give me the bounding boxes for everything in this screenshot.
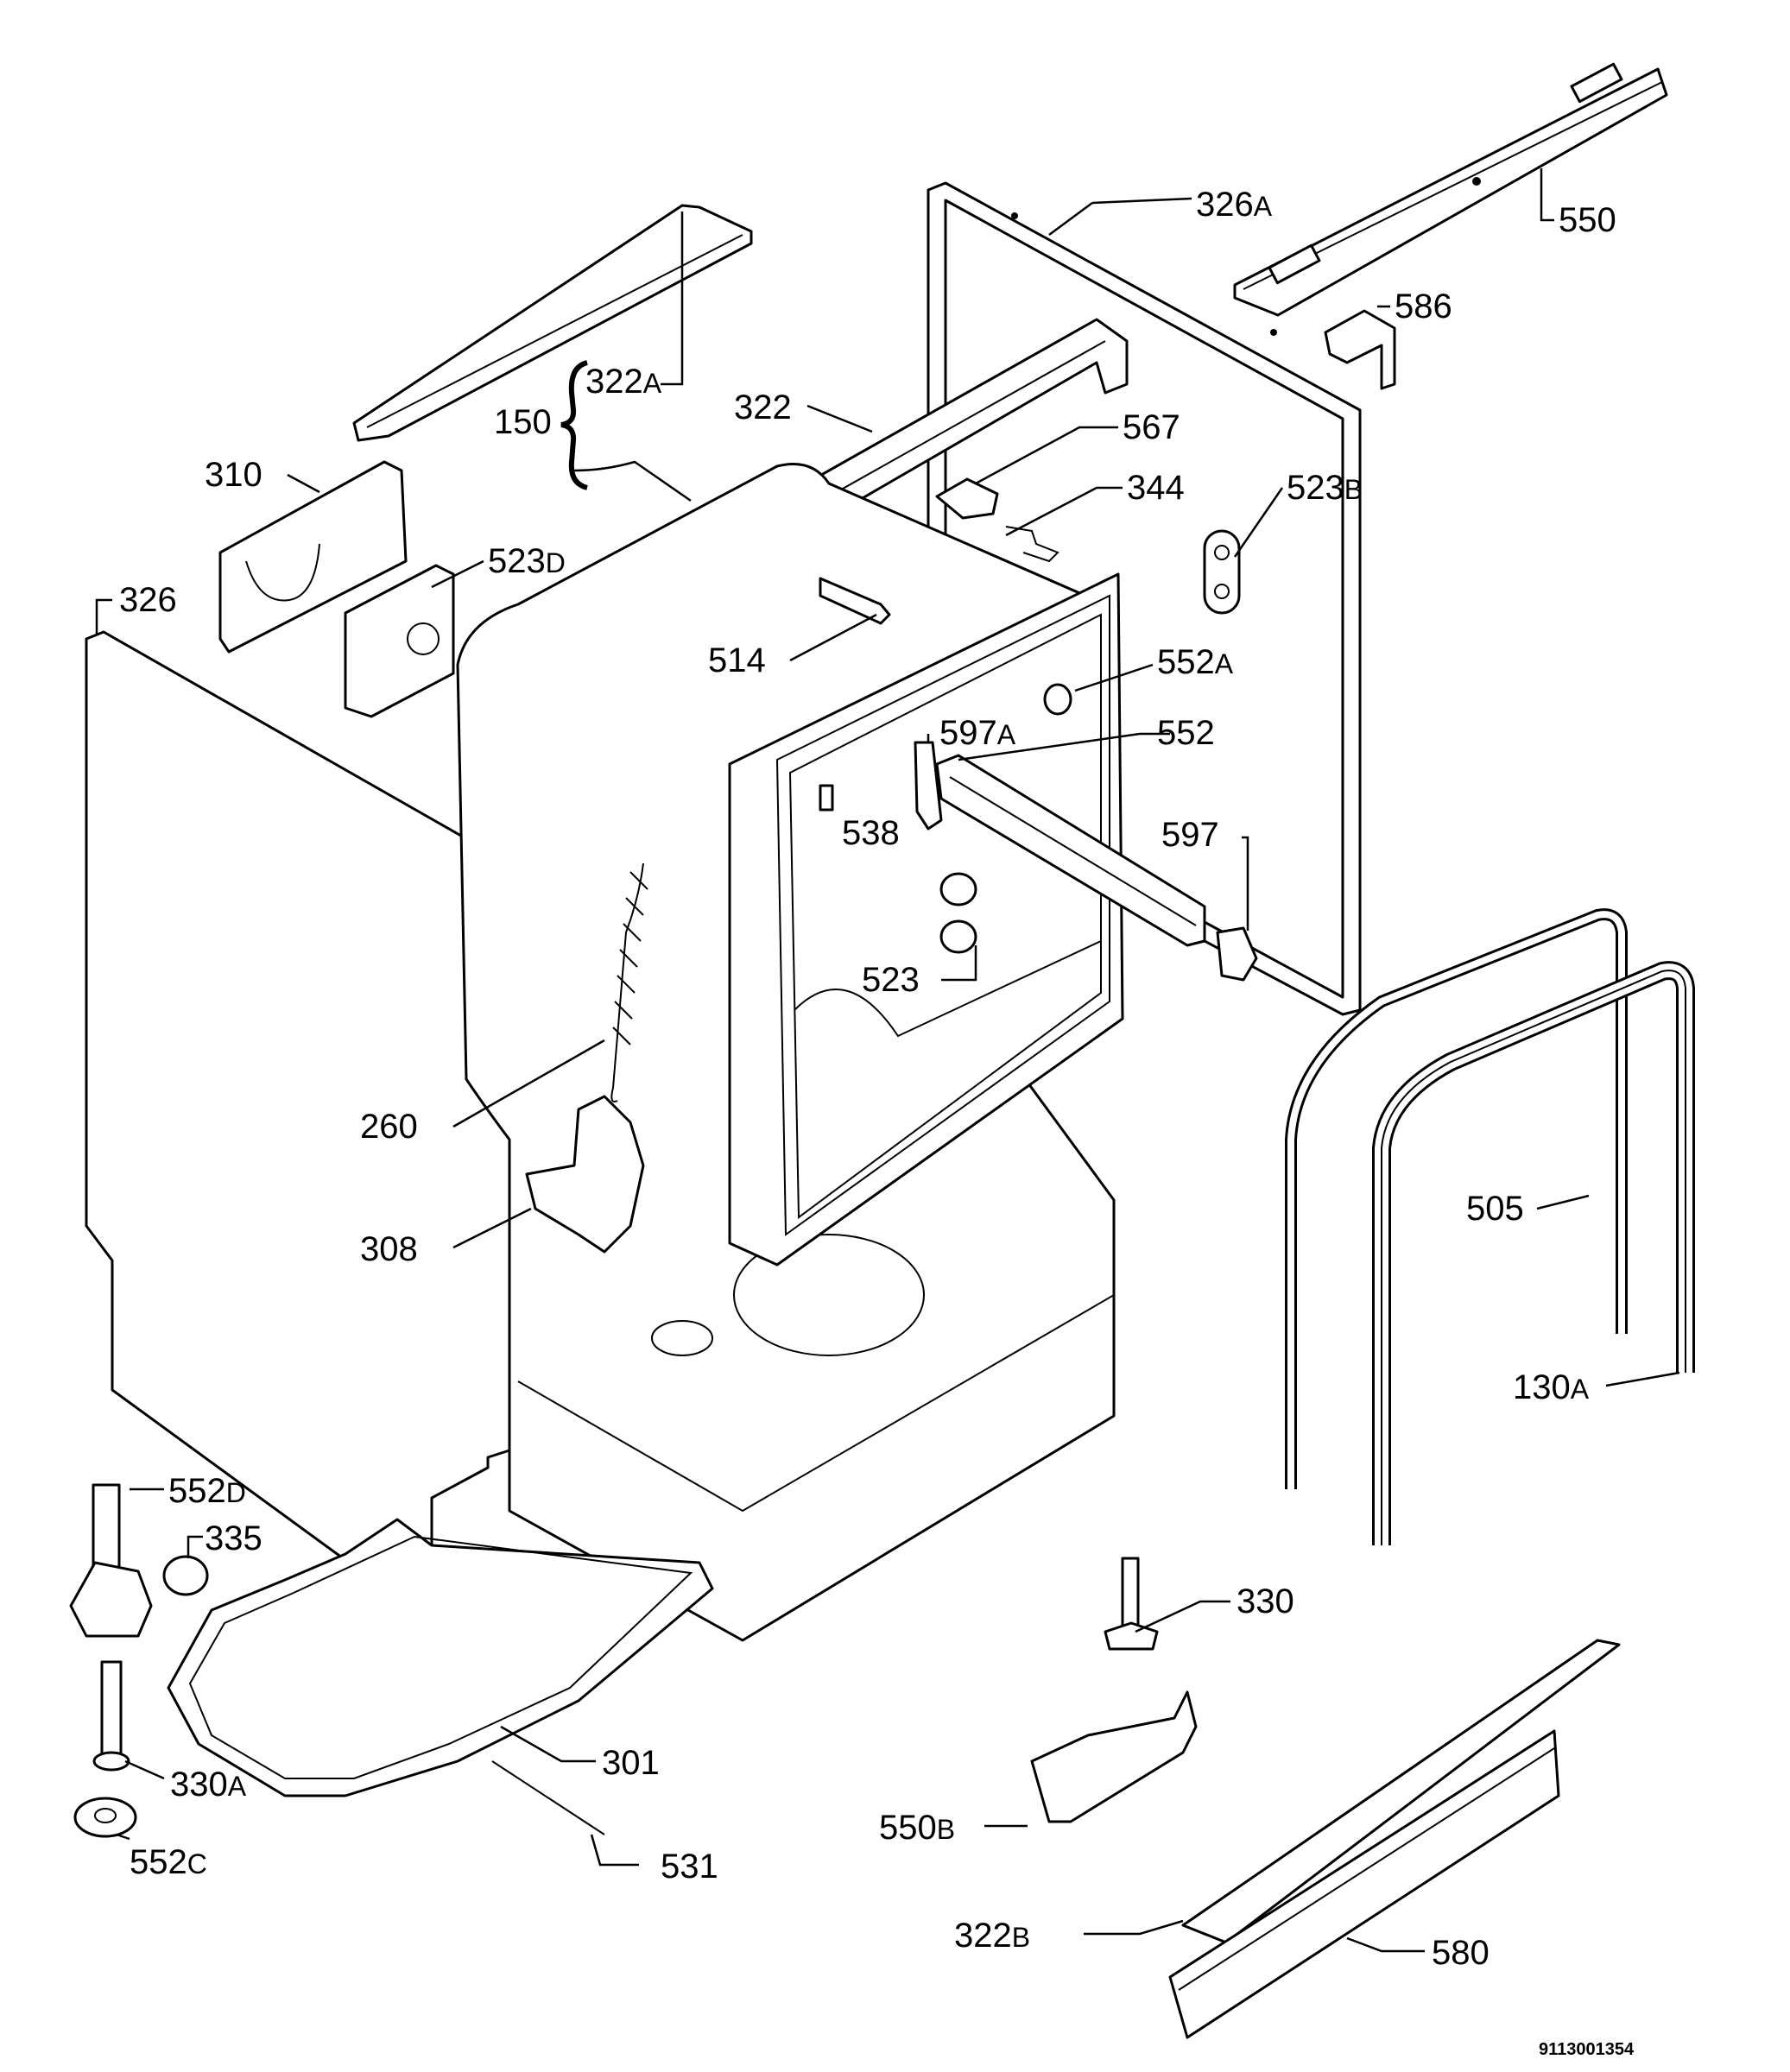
part-597-catch: [1216, 926, 1258, 982]
part-550b-bracket: [1030, 1690, 1198, 1823]
label-505: 505: [1466, 1190, 1524, 1228]
label-301: 301: [602, 1744, 660, 1782]
label-330a: 330A: [170, 1766, 247, 1804]
label-550b: 550B: [879, 1809, 955, 1847]
label-514: 514: [708, 641, 766, 679]
part-322a-top-strip: [352, 204, 753, 442]
label-326: 326: [119, 581, 177, 619]
label-322: 322: [734, 388, 792, 426]
label-567: 567: [1123, 408, 1180, 446]
label-150: 150: [494, 403, 552, 441]
part-523b-grommet: [1203, 529, 1241, 615]
part-580-plinth: [1168, 1729, 1560, 2039]
part-552c-foot: [73, 1797, 137, 1838]
label-552d: 552D: [168, 1472, 246, 1510]
label-326a: 326A: [1196, 186, 1273, 224]
label-597: 597: [1161, 816, 1219, 854]
part-586-bracket: [1324, 309, 1396, 390]
label-550: 550: [1559, 201, 1616, 239]
part-514-pin: [819, 577, 891, 625]
part-552-rail: [935, 754, 1206, 947]
label-322b: 322B: [954, 1917, 1030, 1955]
part-door-frame: [728, 572, 1124, 1267]
label-580: 580: [1432, 1934, 1490, 1972]
part-552d-adjuster: [69, 1483, 153, 1638]
leader-lines: [95, 168, 1680, 1953]
part-550-top-rail: [1233, 62, 1668, 317]
part-552a-knob: [1043, 683, 1072, 716]
part-326-side-panel: [85, 630, 511, 1625]
part-538-screw: [819, 784, 834, 812]
part-567-clip: [935, 477, 999, 520]
label-322a: 322A: [585, 363, 662, 401]
part-301-base-tray: [167, 1518, 714, 1797]
callout-labels: 326A 550 586 322A 150 322 567 344 523B 3…: [119, 186, 1635, 2059]
part-335-gear: [162, 1555, 209, 1596]
label-538: 538: [842, 814, 900, 852]
label-586: 586: [1395, 287, 1452, 325]
part-531-rod: [491, 1760, 605, 1835]
part-260-spring: [610, 862, 648, 1102]
label-130a: 130A: [1513, 1368, 1590, 1406]
label-523b: 523B: [1287, 469, 1363, 507]
label-330: 330: [1237, 1582, 1294, 1620]
label-523: 523: [862, 961, 920, 999]
label-260: 260: [360, 1108, 418, 1146]
part-330a-screw: [92, 1660, 130, 1772]
part-308-hinge: [525, 1095, 645, 1254]
label-552c: 552C: [130, 1843, 207, 1881]
label-597a: 597A: [939, 714, 1016, 752]
label-308: 308: [360, 1230, 418, 1268]
part-310-cover: [218, 460, 408, 654]
brace-150: [560, 360, 588, 490]
part-322b-strip: [1181, 1639, 1621, 1944]
drawing-code: 9113001354: [1539, 2040, 1635, 2059]
label-531: 531: [661, 1848, 718, 1886]
part-344-spring: [1005, 526, 1059, 563]
part-523d-housing: [344, 564, 455, 718]
part-505-gasket: [1285, 908, 1628, 1489]
part-523-grommet: [939, 872, 977, 954]
label-344: 344: [1127, 469, 1185, 507]
label-523d: 523D: [488, 542, 566, 580]
part-330-screw: [1104, 1557, 1159, 1651]
label-335: 335: [205, 1519, 262, 1557]
label-552: 552: [1157, 714, 1215, 752]
part-130a-gasket: [1372, 961, 1695, 1545]
label-310: 310: [205, 456, 262, 494]
label-552a: 552A: [1157, 643, 1234, 681]
part-597a-latch: [914, 741, 943, 831]
